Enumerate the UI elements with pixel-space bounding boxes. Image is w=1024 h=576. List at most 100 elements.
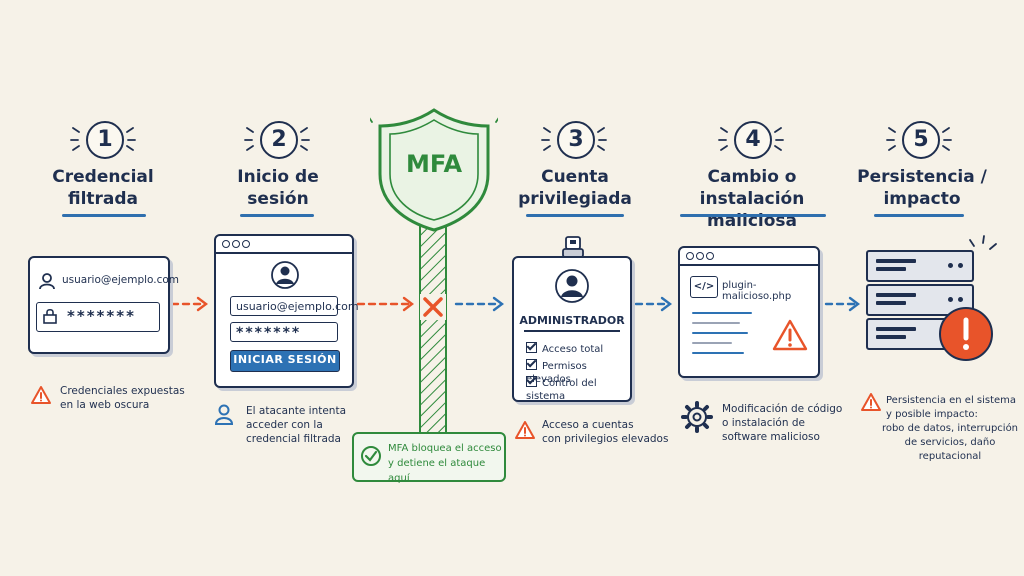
- login-window: usuario@ejemplo.com ******* INICIAR SESI…: [214, 234, 359, 388]
- window-dot: [696, 252, 704, 260]
- step-5-note-detail: robo de datos, interrupción de servicios…: [880, 422, 1020, 464]
- mfa-note-line-2: y detiene el ataque aquí: [388, 458, 486, 484]
- warning-icon: [31, 386, 51, 404]
- window-dot: [232, 240, 240, 248]
- admin-badge-card: ADMINISTRADOR Acceso total Permisos elev…: [512, 256, 632, 402]
- flow-arrows: [170, 296, 860, 312]
- step-3-title-line-2: privilegiada: [518, 189, 632, 209]
- warning-triangle-icon: [772, 319, 808, 351]
- step-5-note-line-1: Persistencia en el sistema: [886, 395, 1017, 406]
- step-3-number: 3: [557, 121, 595, 159]
- step-2-title: Inicio de sesión: [205, 166, 351, 210]
- alert-rays: [969, 235, 997, 250]
- server-slot: [876, 293, 916, 297]
- step-3-note: Acceso a cuentas con privilegios elevado…: [542, 418, 668, 446]
- leaked-password: *******: [67, 307, 136, 325]
- step-1-number: 1: [86, 121, 124, 159]
- step-5-underline: [874, 214, 964, 217]
- login-password-field[interactable]: *******: [230, 322, 338, 342]
- step-2-note: El atacante intenta acceder con la crede…: [246, 404, 346, 446]
- step-3-note-line-1: Acceso a cuentas: [542, 419, 634, 431]
- user-icon: [39, 273, 55, 290]
- admin-divider: [524, 330, 620, 332]
- window-dot: [242, 240, 250, 248]
- step-5-note: Persistencia en el sistema y posible imp…: [886, 394, 1016, 422]
- gear-icon: [681, 401, 713, 433]
- admin-check-2-label: Permisos elevados: [526, 361, 587, 385]
- step-4-number: 4: [734, 121, 772, 159]
- mfa-note-text: MFA bloquea el acceso y detiene el ataqu…: [388, 441, 504, 486]
- step-4-note-line-2: o instalación de: [722, 417, 805, 429]
- step-5-title: Persistencia / impacto: [852, 166, 992, 210]
- code-window-titlebar: [680, 248, 818, 266]
- step-4-note-line-1: Modificación de código: [722, 403, 843, 415]
- step-1-title: Credencial filtrada: [30, 166, 176, 210]
- step-2-title-line-1: Inicio de: [237, 167, 319, 187]
- mfa-note-line-1: MFA bloquea el acceso: [388, 443, 502, 454]
- step-1-title-line-1: Credencial: [52, 167, 154, 187]
- server-slot: [876, 335, 906, 339]
- window-dot: [706, 252, 714, 260]
- admin-check-1-label: Acceso total: [542, 344, 604, 355]
- step-1-note-line-2: en la web oscura: [60, 399, 150, 411]
- leaked-password-field: *******: [36, 302, 160, 332]
- warning-icon: [861, 393, 881, 411]
- lock-icon: [43, 308, 57, 324]
- step-4-underline: [680, 214, 826, 217]
- malicious-code-window: </> plugin-malicioso.php: [678, 246, 820, 378]
- leaked-credential-card: usuario@ejemplo.com *******: [28, 256, 179, 354]
- admin-role-label: ADMINISTRADOR: [519, 314, 625, 327]
- step-5-title-line-1: Persistencia /: [857, 167, 987, 187]
- step-2-underline: [240, 214, 314, 217]
- login-username-field[interactable]: usuario@ejemplo.com: [230, 296, 359, 316]
- code-line: [692, 352, 744, 354]
- admin-check-3: Control del sistema: [526, 376, 630, 403]
- step-2-title-line-2: sesión: [247, 189, 309, 209]
- leaked-username: usuario@ejemplo.com: [62, 274, 180, 286]
- step-4-title-line-1: Cambio o: [707, 167, 797, 187]
- step-4-title-line-2: instalación maliciosa: [699, 189, 805, 231]
- number-rays: [70, 127, 952, 151]
- code-line: [692, 312, 752, 314]
- step-4-note-line-3: software malicioso: [722, 431, 820, 443]
- code-line: [692, 322, 740, 324]
- server-unit-1: [866, 250, 974, 282]
- step-5-note-line-3: robo de datos, interrupción: [881, 423, 1019, 434]
- step-2-note-line-3: credencial filtrada: [246, 433, 341, 445]
- step-2-note-line-1: El atacante intenta: [246, 405, 347, 417]
- mfa-shield-icon: [370, 108, 498, 453]
- step-1-note: Credenciales expuestas en la web oscura: [60, 384, 185, 412]
- code-icon: </>: [690, 276, 718, 298]
- plugin-filename: plugin-malicioso.php: [722, 280, 792, 302]
- check-circle-icon: [361, 446, 381, 466]
- step-5-note-line-2: y posible impacto:: [886, 409, 978, 420]
- step-2-number: 2: [260, 121, 298, 159]
- warning-icon: [515, 421, 535, 439]
- mfa-note-box: MFA bloquea el acceso y detiene el ataqu…: [352, 432, 506, 484]
- admin-check-1: Acceso total: [526, 342, 603, 356]
- step-3-underline: [526, 214, 624, 217]
- step-1-note-line-1: Credenciales expuestas: [60, 385, 185, 397]
- server-led: [958, 297, 963, 302]
- user-avatar-icon: [271, 261, 299, 289]
- server-slot: [876, 267, 906, 271]
- admin-avatar-icon: [555, 269, 589, 303]
- step-5-note-line-4: de servicios, daño reputacional: [904, 437, 996, 462]
- step-2-note-line-2: acceder con la: [246, 419, 323, 431]
- server-led: [948, 263, 953, 268]
- step-1-underline: [62, 214, 146, 217]
- attacker-user-icon: [214, 404, 234, 425]
- window-dot: [222, 240, 230, 248]
- step-4-note: Modificación de código o instalación de …: [722, 402, 842, 444]
- step-3-title-line-1: Cuenta: [541, 167, 609, 187]
- step-1-title-line-2: filtrada: [67, 189, 139, 209]
- step-4-title: Cambio o instalación maliciosa: [668, 166, 836, 232]
- server-slot: [876, 259, 916, 263]
- mfa-badge-label: MFA: [405, 150, 463, 178]
- login-window-titlebar: [216, 236, 352, 254]
- login-submit-button[interactable]: INICIAR SESIÓN: [230, 350, 340, 372]
- server-led: [948, 297, 953, 302]
- window-dot: [686, 252, 694, 260]
- step-5-title-line-2: impacto: [883, 189, 961, 209]
- code-line: [692, 342, 732, 344]
